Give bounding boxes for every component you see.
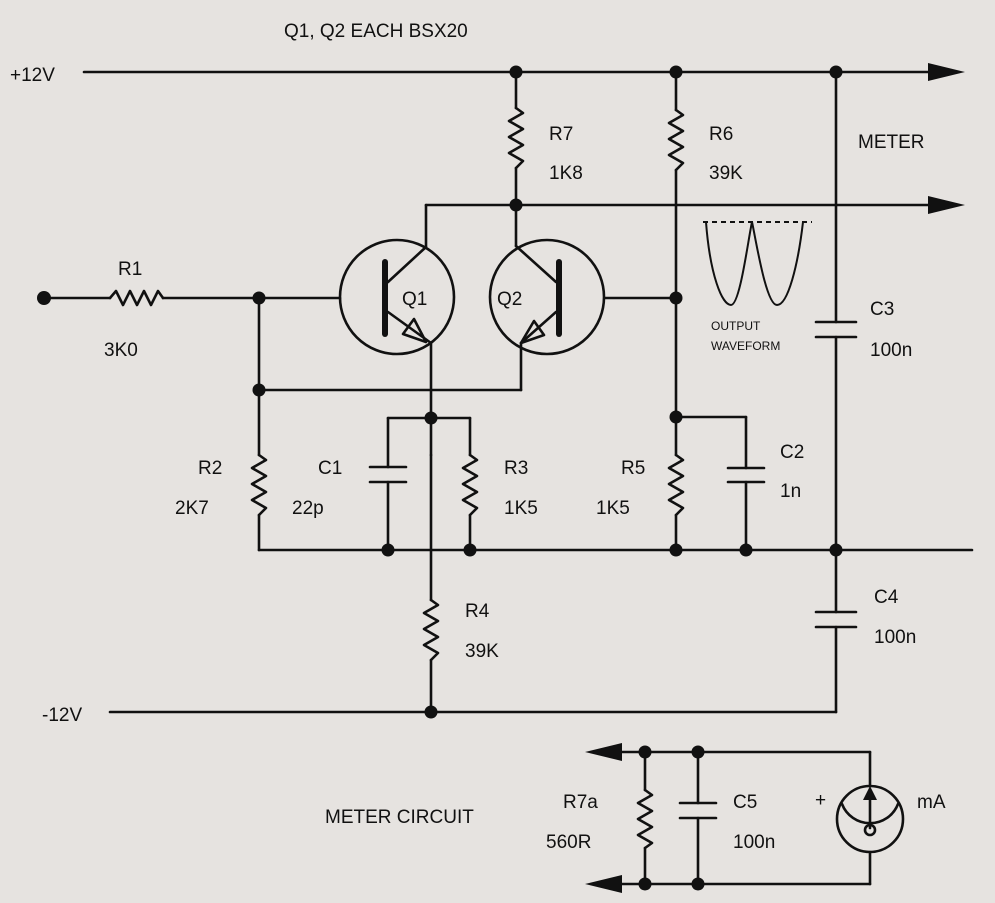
r1-resistor (108, 289, 165, 307)
r5-resistor (667, 453, 685, 517)
q1-envelope (338, 238, 456, 356)
c3-name: C3 (870, 299, 894, 320)
r3-value: 1K5 (504, 498, 538, 519)
r7-resistor (507, 106, 525, 170)
q1-label: Q1 (402, 289, 427, 310)
q1-collector (386, 245, 428, 284)
q2-transistor (488, 238, 606, 356)
c2-capacitor (726, 466, 766, 484)
c2-name: C2 (780, 442, 804, 463)
junction-dot (638, 877, 652, 891)
r6-name: R6 (709, 124, 733, 145)
c5-name: C5 (733, 792, 757, 813)
junction-dot (669, 410, 683, 424)
pos-rail-arrow (928, 63, 965, 81)
meter-top-arrow (585, 743, 622, 761)
q2-label: Q2 (497, 289, 522, 310)
r7-name: R7 (549, 124, 573, 145)
pos-rail-label: +12V (10, 65, 55, 86)
waveform-label-line1: OUTPUT (711, 319, 761, 333)
junction-dot (638, 745, 652, 759)
q2-envelope (488, 238, 606, 356)
meter-label: METER (858, 132, 925, 153)
arrows (928, 63, 965, 214)
junction-dot (739, 543, 753, 557)
r5-value: 1K5 (596, 498, 630, 519)
c1-name: C1 (318, 458, 342, 479)
r6-resistor (667, 108, 685, 172)
junction-dot (424, 411, 438, 425)
labels: Q1, Q2 EACH BSX20 +12V -12V METER R7 1K8… (10, 21, 946, 853)
r1-name: R1 (118, 259, 142, 280)
junction-dot (829, 543, 843, 557)
junction-dot (463, 543, 477, 557)
junction-dot (509, 65, 523, 79)
c5-value: 100n (733, 832, 775, 853)
c1-value: 22p (292, 498, 324, 519)
r7a-name: R7a (563, 792, 598, 813)
c4-capacitor (814, 610, 858, 629)
r7a-resistor (636, 788, 654, 850)
c4-value: 100n (874, 627, 916, 648)
r2-resistor (250, 453, 268, 517)
junction-dot (252, 383, 266, 397)
c1-capacitor (368, 465, 408, 484)
r3-name: R3 (504, 458, 528, 479)
junction-dot (829, 65, 843, 79)
r1-value: 3K0 (104, 340, 138, 361)
c3-value: 100n (870, 340, 912, 361)
meter-plus-label: + (815, 790, 826, 811)
junction-dot (669, 291, 683, 305)
r2-name: R2 (198, 458, 222, 479)
r2-value: 2K7 (175, 498, 209, 519)
wires (42, 70, 974, 714)
q2-collector (514, 244, 558, 284)
c5-capacitor (678, 801, 718, 820)
diagram-title: Q1, Q2 EACH BSX20 (284, 21, 468, 42)
q2-emitter-arrow (519, 319, 546, 345)
r4-name: R4 (465, 601, 490, 622)
q1-transistor (338, 238, 456, 356)
junction-dot (691, 745, 705, 759)
waveform-label-line2: WAVEFORM (711, 339, 780, 353)
meter-unit-label: mA (917, 792, 946, 813)
neg-rail-label: -12V (42, 705, 82, 726)
meter-circuit (585, 743, 905, 893)
r6-value: 39K (709, 163, 743, 184)
r3-resistor (461, 453, 479, 517)
r7a-value: 560R (546, 832, 591, 853)
junction-dot (691, 877, 705, 891)
junction-dot (669, 65, 683, 79)
ammeter-icon (835, 784, 905, 854)
c3-capacitor (814, 320, 858, 339)
c2-value: 1n (780, 481, 801, 502)
junction-dot (509, 198, 523, 212)
r4-value: 39K (465, 641, 499, 662)
meter-circuit-label: METER CIRCUIT (325, 807, 474, 828)
junctions (37, 65, 843, 719)
junction-dot (252, 291, 266, 305)
meter-bottom-arrow (585, 875, 622, 893)
input-terminal[interactable] (37, 291, 51, 305)
c4-name: C4 (874, 587, 899, 608)
meter-output-arrow (928, 196, 965, 214)
resistors (108, 106, 685, 850)
r5-name: R5 (621, 458, 645, 479)
r7-value: 1K8 (549, 163, 583, 184)
junction-dot (669, 543, 683, 557)
output-waveform-sketch (703, 221, 812, 307)
q1-emitter-arrow (401, 317, 428, 344)
r4-resistor (422, 598, 440, 662)
waveform-curve (705, 221, 804, 307)
junction-dot (381, 543, 395, 557)
capacitors (368, 320, 858, 820)
junction-dot (424, 705, 438, 719)
